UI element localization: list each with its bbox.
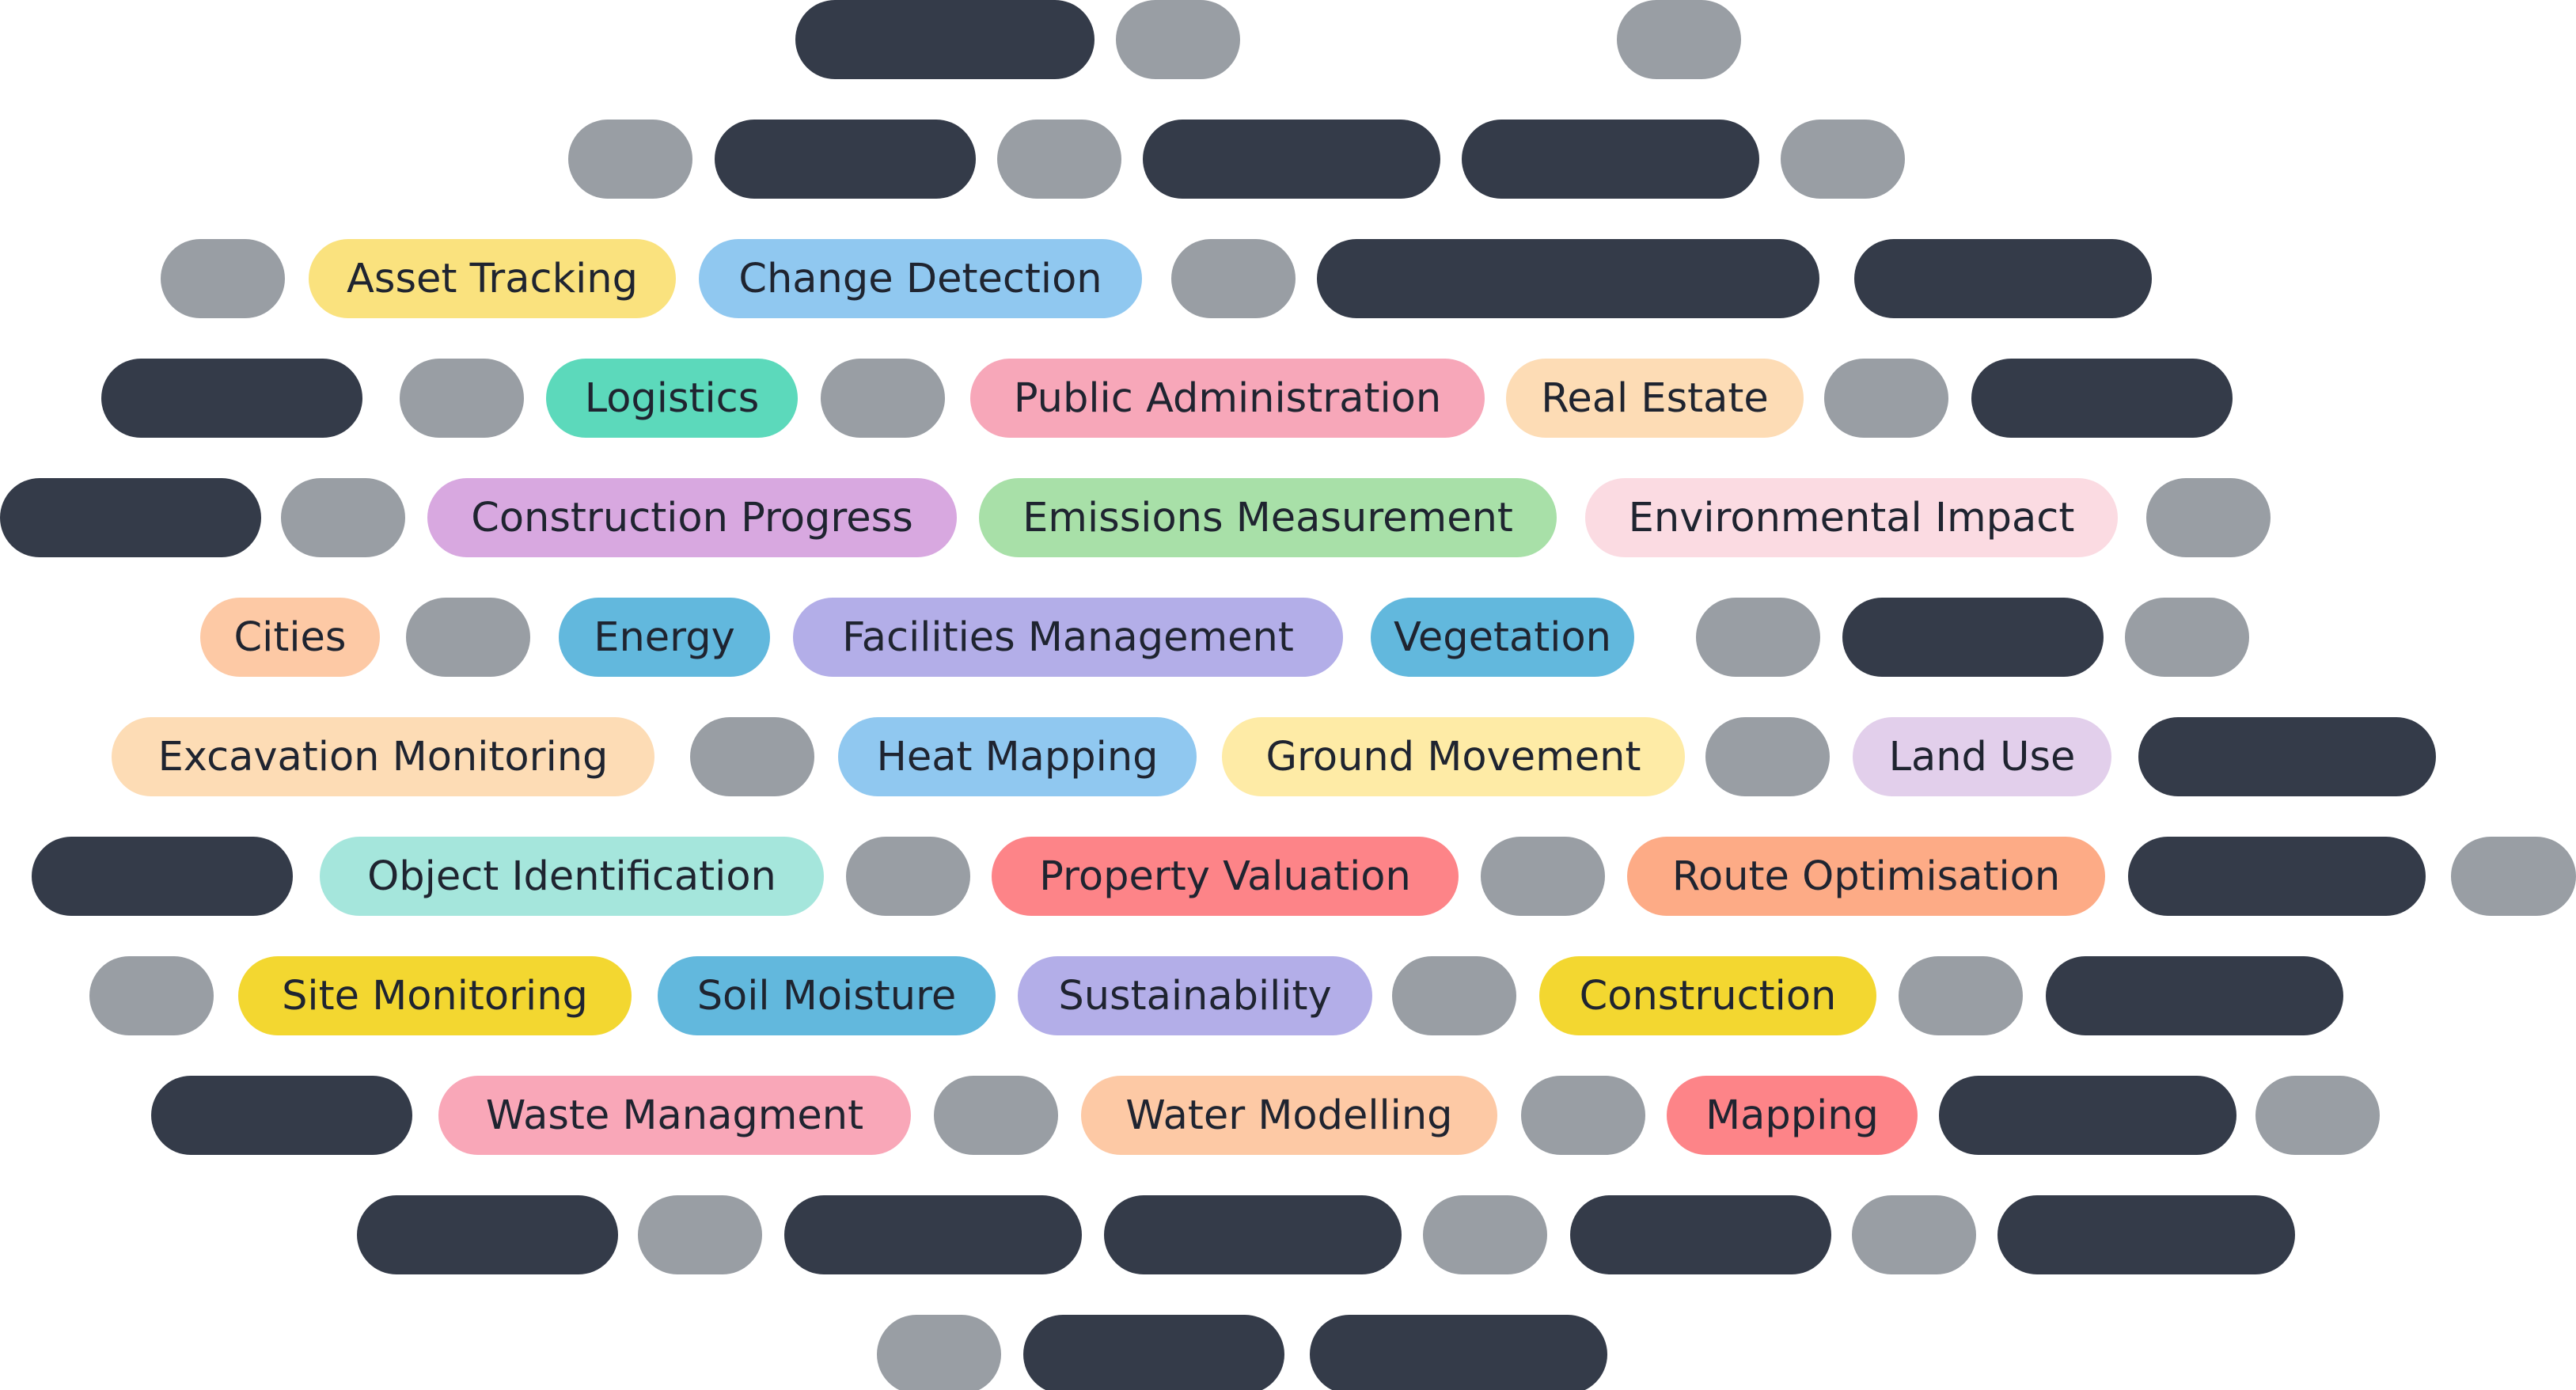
grey-placeholder-pill [1696, 598, 1820, 677]
tag-water-modelling[interactable]: Water Modelling [1081, 1076, 1497, 1155]
tag-excavation-monitoring[interactable]: Excavation Monitoring [112, 717, 654, 796]
grey-placeholder-pill [281, 478, 405, 557]
dark-placeholder-pill [1842, 598, 2104, 677]
grey-placeholder-pill [877, 1315, 1001, 1390]
grey-placeholder-pill [1824, 359, 1948, 438]
grey-placeholder-pill [997, 120, 1121, 199]
dark-placeholder-pill [1462, 120, 1759, 199]
tag-vegetation[interactable]: Vegetation [1371, 598, 1634, 677]
grey-placeholder-pill [2125, 598, 2249, 677]
dark-placeholder-pill [151, 1076, 412, 1155]
dark-placeholder-pill [32, 837, 293, 916]
dark-placeholder-pill [1570, 1195, 1831, 1274]
grey-placeholder-pill [2451, 837, 2576, 916]
dark-placeholder-pill [101, 359, 362, 438]
dark-placeholder-pill [357, 1195, 618, 1274]
grey-placeholder-pill [1116, 0, 1240, 79]
tag-construction-progress[interactable]: Construction Progress [427, 478, 957, 557]
dark-placeholder-pill [715, 120, 976, 199]
dark-placeholder-pill [2138, 717, 2436, 796]
grey-placeholder-pill [1171, 239, 1296, 318]
tag-construction[interactable]: Construction [1539, 956, 1876, 1035]
dark-placeholder-pill [795, 0, 1095, 79]
tag-heat-mapping[interactable]: Heat Mapping [838, 717, 1197, 796]
grey-placeholder-pill [1521, 1076, 1645, 1155]
dark-placeholder-pill [1023, 1315, 1284, 1390]
tag-logistics[interactable]: Logistics [546, 359, 798, 438]
grey-placeholder-pill [690, 717, 814, 796]
dark-placeholder-pill [1310, 1315, 1607, 1390]
tag-real-estate[interactable]: Real Estate [1506, 359, 1804, 438]
tag-soil-moisture[interactable]: Soil Moisture [658, 956, 996, 1035]
dark-placeholder-pill [0, 478, 261, 557]
dark-placeholder-pill [1854, 239, 2152, 318]
dark-placeholder-pill [1997, 1195, 2295, 1274]
tag-energy[interactable]: Energy [559, 598, 770, 677]
grey-placeholder-pill [400, 359, 524, 438]
grey-placeholder-pill [1899, 956, 2023, 1035]
grey-placeholder-pill [2146, 478, 2271, 557]
tag-asset-tracking[interactable]: Asset Tracking [309, 239, 676, 318]
grey-placeholder-pill [1617, 0, 1741, 79]
tag-ground-movement[interactable]: Ground Movement [1222, 717, 1685, 796]
grey-placeholder-pill [821, 359, 945, 438]
tag-land-use[interactable]: Land Use [1853, 717, 2111, 796]
dark-placeholder-pill [1971, 359, 2233, 438]
grey-placeholder-pill [568, 120, 692, 199]
grey-placeholder-pill [1705, 717, 1830, 796]
tag-route-optimisation[interactable]: Route Optimisation [1627, 837, 2105, 916]
grey-placeholder-pill [406, 598, 530, 677]
tag-waste-managment[interactable]: Waste Managment [438, 1076, 911, 1155]
tag-mapping[interactable]: Mapping [1667, 1076, 1918, 1155]
dark-placeholder-pill [1317, 239, 1819, 318]
dark-placeholder-pill [1104, 1195, 1402, 1274]
tag-change-detection[interactable]: Change Detection [699, 239, 1142, 318]
tag-environmental-impact[interactable]: Environmental Impact [1585, 478, 2118, 557]
dark-placeholder-pill [784, 1195, 1082, 1274]
grey-placeholder-pill [846, 837, 970, 916]
tag-site-monitoring[interactable]: Site Monitoring [238, 956, 632, 1035]
grey-placeholder-pill [1423, 1195, 1547, 1274]
grey-placeholder-pill [161, 239, 285, 318]
grey-placeholder-pill [1852, 1195, 1976, 1274]
dark-placeholder-pill [2128, 837, 2426, 916]
tag-cities[interactable]: Cities [200, 598, 380, 677]
grey-placeholder-pill [638, 1195, 762, 1274]
tag-facilities-management[interactable]: Facilities Management [793, 598, 1343, 677]
dark-placeholder-pill [1143, 120, 1440, 199]
tag-sustainability[interactable]: Sustainability [1018, 956, 1372, 1035]
grey-placeholder-pill [1392, 956, 1516, 1035]
tag-object-identification[interactable]: Object Identification [320, 837, 824, 916]
tag-emissions-measurement[interactable]: Emissions Measurement [979, 478, 1557, 557]
dark-placeholder-pill [1939, 1076, 2236, 1155]
grey-placeholder-pill [89, 956, 214, 1035]
tag-property-valuation[interactable]: Property Valuation [992, 837, 1459, 916]
grey-placeholder-pill [934, 1076, 1058, 1155]
tag-public-administration[interactable]: Public Administration [970, 359, 1485, 438]
grey-placeholder-pill [1781, 120, 1905, 199]
grey-placeholder-pill [2255, 1076, 2380, 1155]
dark-placeholder-pill [2046, 956, 2343, 1035]
grey-placeholder-pill [1481, 837, 1605, 916]
